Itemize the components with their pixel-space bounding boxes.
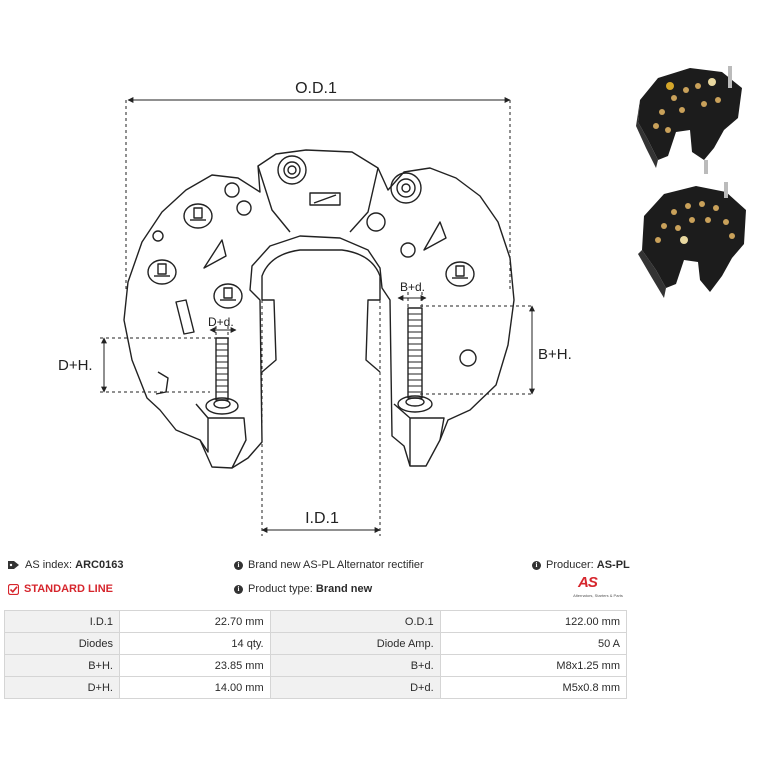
description-text: Brand new AS-PL Alternator rectifier <box>248 559 424 571</box>
spec-value: M5x0.8 mm <box>439 676 628 699</box>
product-photo-bottom <box>638 182 746 298</box>
as-index-value: ARC0163 <box>75 559 124 571</box>
product-type-label: Product type: <box>248 583 313 595</box>
as-index: AS index: ARC0163 <box>8 558 123 572</box>
spec-value: 23.85 mm <box>118 654 271 677</box>
table-row: B+H. 23.85 mm B+d. M8x1.25 mm <box>4 654 628 677</box>
id1-label: I.D.1 <box>305 510 339 527</box>
spec-value: 14 qty. <box>118 632 271 655</box>
info-icon: i <box>234 560 243 570</box>
dh-label: D+H. <box>58 357 93 374</box>
info-icon: i <box>234 584 243 594</box>
od1-label: O.D.1 <box>295 80 337 97</box>
center-arch <box>261 249 381 300</box>
spec-key: O.D.1 <box>269 610 441 633</box>
as-index-label: AS index: <box>25 559 73 571</box>
spec-value: 14.00 mm <box>118 676 271 699</box>
info-icon: i <box>532 560 541 570</box>
table-row: I.D.1 22.70 mm O.D.1 122.00 mm <box>4 610 628 633</box>
product-type-value: Brand new <box>315 583 373 595</box>
spec-key: D+d. <box>269 676 441 699</box>
logo-wordmark: AS <box>578 574 598 591</box>
spec-key: I.D.1 <box>4 610 120 633</box>
standard-line: STANDARD LINE <box>8 582 113 596</box>
spec-value: 50 A <box>439 632 628 655</box>
table-row: Diodes 14 qty. Diode Amp. 50 A <box>4 632 628 655</box>
bh-label: B+H. <box>538 346 572 363</box>
producer-label: Producer: <box>546 559 594 571</box>
spec-value: 122.00 mm <box>439 610 628 633</box>
producer: i Producer: AS-PL <box>532 558 630 572</box>
technical-drawing: O.D.1 I.D.1 B+H. D+H. B+d. D+d. <box>58 80 572 536</box>
description: i Brand new AS-PL Alternator rectifier <box>234 558 424 572</box>
spec-key: Diodes <box>4 632 120 655</box>
spec-key: D+H. <box>4 676 120 699</box>
tag-icon <box>8 561 19 570</box>
bd-label: B+d. <box>400 280 425 294</box>
dd-label: D+d. <box>208 315 234 329</box>
spec-value: M8x1.25 mm <box>439 654 628 677</box>
bolt-d <box>205 337 239 415</box>
product-photo-top <box>636 66 742 174</box>
product-type: i Product type: Brand new <box>234 582 372 596</box>
logo-tagline: Alternators, Starters & Parts <box>573 593 623 598</box>
producer-value: AS-PL <box>596 559 630 571</box>
bolt-b <box>397 307 433 413</box>
standard-line-label: STANDARD LINE <box>24 583 114 595</box>
as-pl-logo: AS Alternators, Starters & Parts <box>566 574 626 604</box>
spec-key: B+d. <box>269 654 441 677</box>
diode-pads <box>147 203 475 309</box>
spec-value: 22.70 mm <box>118 610 271 633</box>
checkbox-icon <box>8 583 19 595</box>
rectifier-body-outline <box>123 149 515 469</box>
table-row: D+H. 14.00 mm D+d. M5x0.8 mm <box>4 676 628 699</box>
spec-key: B+H. <box>4 654 120 677</box>
spec-table: I.D.1 22.70 mm O.D.1 122.00 mm Diodes 14… <box>4 610 628 699</box>
spec-key: Diode Amp. <box>269 632 441 655</box>
